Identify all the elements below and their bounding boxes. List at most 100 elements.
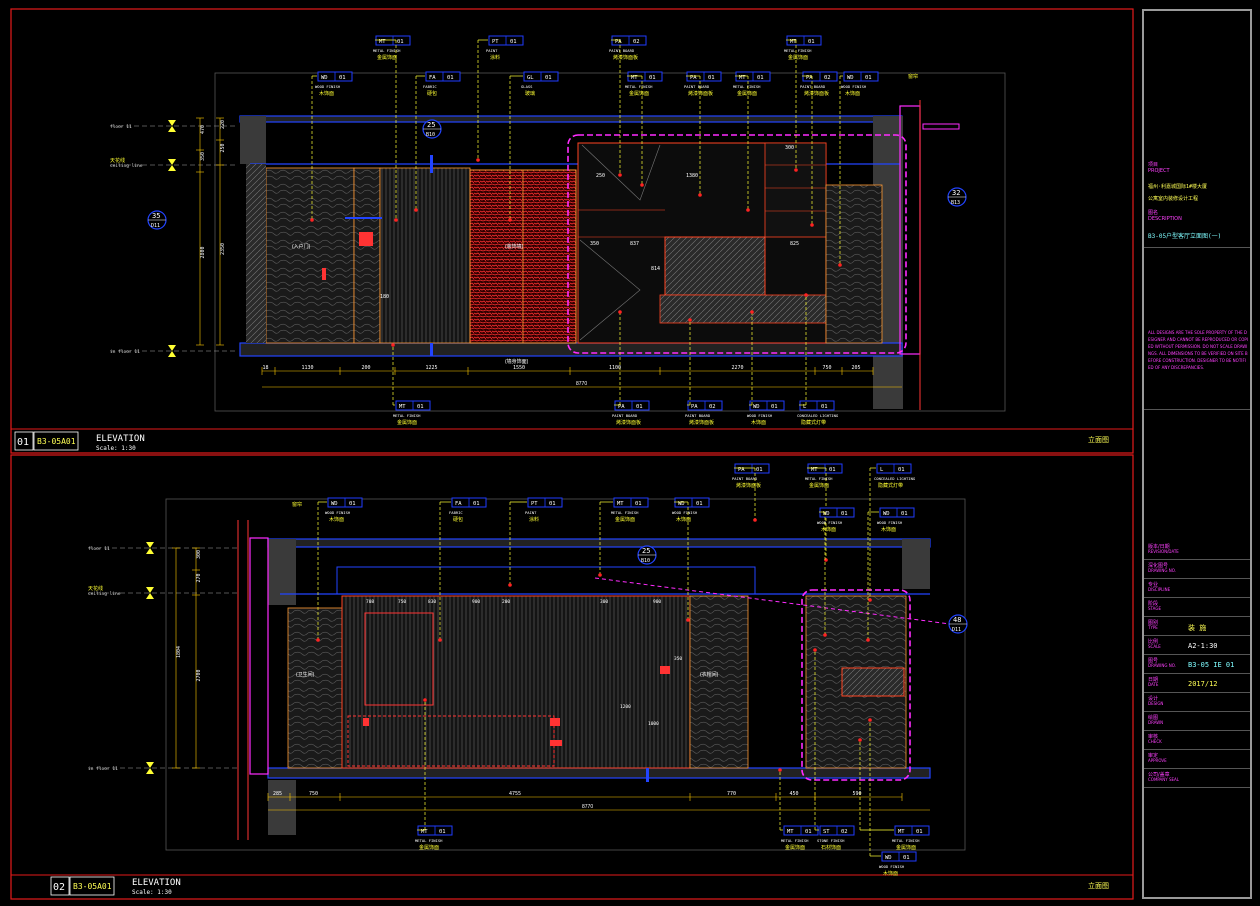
drawing-label-en: DESCRIPTION <box>1148 216 1182 222</box>
dim-value: 2270 <box>732 365 744 371</box>
level-symbol <box>168 120 176 132</box>
viewport-border <box>214 72 1006 412</box>
panel-label: (装饰墙) <box>505 243 524 250</box>
tag-no: 02 <box>709 404 716 410</box>
tb-row-label: 绘图 <box>1148 715 1159 721</box>
dim-total: 8770 <box>582 804 593 810</box>
dim-value: 300 <box>196 550 202 559</box>
leader-dot <box>508 583 512 587</box>
divider <box>1144 787 1250 788</box>
shelf-unit <box>764 142 827 238</box>
tag-en: METAL FINISH <box>784 48 812 53</box>
tag-num: 48 <box>953 616 961 624</box>
right-wood-panel <box>825 184 883 344</box>
tag-cn: 金属饰面 <box>419 844 439 851</box>
tag-no: 01 <box>447 75 454 81</box>
tag-cn: 木饰面 <box>883 870 898 877</box>
concealed-lighting-zone <box>567 134 907 354</box>
tag-cn: 金属饰面 <box>896 844 916 851</box>
left-column <box>240 116 266 164</box>
tag-en: METAL FINISH <box>625 84 653 89</box>
panel-dim: 830 <box>428 599 436 605</box>
tag-code: PA <box>691 404 698 410</box>
dim-value: 1100 <box>609 365 621 371</box>
tag-en: PAINT BOARD <box>684 84 710 89</box>
tag-code: MT <box>617 501 624 507</box>
view-cn-title: 立面图 <box>1088 435 1109 444</box>
tb-row-label: 公司/盖章 <box>1148 772 1170 778</box>
tag-code: WD <box>883 511 890 517</box>
tb-row-label-en: APPROVE <box>1148 758 1167 763</box>
tag-no: 01 <box>339 75 346 81</box>
panel-dim: 750 <box>398 599 406 605</box>
leader-dot <box>753 518 757 522</box>
entry-door-panel <box>265 167 355 344</box>
tag-cn: 木饰面 <box>881 526 896 533</box>
tb-row-label-en: DATE <box>1148 682 1159 687</box>
view2-section-tag: 25 B10 <box>637 545 657 565</box>
tag-no: 01 <box>865 75 872 81</box>
dim-value: 220 <box>220 120 226 129</box>
tag-no: 01 <box>757 75 764 81</box>
divider <box>1144 559 1250 560</box>
leader-dot <box>686 618 690 622</box>
viewport-border <box>165 498 966 851</box>
panel-dim: 300 <box>600 599 608 605</box>
tag-cn: 隐藏式灯带 <box>801 419 826 426</box>
dim-value: 2700 <box>196 669 202 681</box>
tag-cn: 木饰面 <box>676 516 691 523</box>
level-symbol <box>168 159 176 171</box>
leader-dot <box>778 768 782 772</box>
level-cn: 天花线 <box>110 157 125 164</box>
leader-dot <box>316 638 320 642</box>
panel-dim: 1200 <box>620 704 631 710</box>
dim-value: 750 <box>309 791 318 797</box>
fabric-panel <box>353 167 381 344</box>
dim-value: 590 <box>853 791 862 797</box>
panel-dim: 837 <box>630 241 639 247</box>
view2-frame <box>10 454 1134 900</box>
tag-en: WOOD FINISH <box>325 510 351 515</box>
tb-row-label-en: DRAWING NO. <box>1148 663 1176 668</box>
tag-code: L <box>880 467 884 473</box>
panel-dim: 1000 <box>648 721 659 727</box>
leader-dot <box>414 208 418 212</box>
level-label: floor 11 <box>88 546 110 552</box>
elevation-view-1 <box>214 72 1006 412</box>
tb-row-label-en: STAGE <box>1148 606 1161 611</box>
ceiling-slab <box>267 538 931 548</box>
dim-value: 450 <box>790 791 799 797</box>
tb-row-label-en: CHECK <box>1148 739 1162 744</box>
level-marker: floor 11 <box>88 542 240 554</box>
tag-en: WOOD FINISH <box>672 510 698 515</box>
tag-num: 25 <box>427 121 435 129</box>
leader-dot <box>310 218 314 222</box>
tb-row-label-en: DESIGN <box>1148 701 1164 706</box>
tv-screen <box>664 236 766 296</box>
tag-code: FA <box>429 75 436 81</box>
tag-en: METAL FINISH <box>805 476 833 481</box>
tv-cabinet <box>659 294 827 324</box>
tb-row-label-en: SCALE <box>1148 644 1161 649</box>
tag-en: STONE FINISH <box>817 838 845 843</box>
floor-slab <box>267 767 931 779</box>
tb-row-label: 阶段 <box>1148 601 1159 607</box>
view-code-box <box>33 431 79 451</box>
tag-code: PA <box>618 404 625 410</box>
leader-dot <box>868 718 872 722</box>
panel-label: (入户门) <box>292 243 311 250</box>
view2-right-tag: 48 D11 <box>948 614 968 634</box>
divider <box>1144 692 1250 693</box>
